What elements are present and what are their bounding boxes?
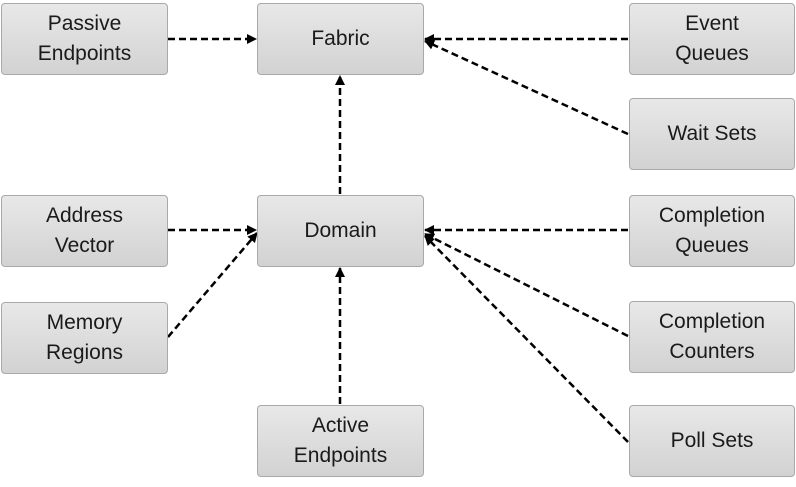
node-label: Completion Counters <box>658 310 766 363</box>
node-completion-counters: Completion Counters <box>629 301 795 373</box>
node-active-endpoints: Active Endpoints <box>257 405 424 477</box>
node-poll-sets: Poll Sets <box>629 405 795 477</box>
node-label: Wait Sets <box>667 122 757 145</box>
arrow-completion-counters-to-domain <box>424 232 629 338</box>
node-label: Address Vector <box>45 204 124 257</box>
node-passive-endpoints: Passive Endpoints <box>1 3 168 75</box>
arrow-memory-regions-to-domain <box>167 232 258 338</box>
node-address-vector: Address Vector <box>1 195 168 267</box>
node-event-queues: Event Queues <box>629 3 795 75</box>
node-fabric: Fabric <box>257 3 424 75</box>
node-memory-regions: Memory Regions <box>1 302 168 374</box>
arrow-poll-sets-to-domain <box>424 235 629 443</box>
node-label: Fabric <box>311 27 370 50</box>
node-label: Domain <box>304 219 377 242</box>
node-label: Poll Sets <box>670 429 754 452</box>
node-label: Active Endpoints <box>293 414 388 467</box>
node-label: Memory Regions <box>45 311 124 364</box>
node-completion-queues: Completion Queues <box>629 195 795 267</box>
node-domain: Domain <box>257 195 424 267</box>
node-label: Event Queues <box>675 12 749 65</box>
node-wait-sets: Wait Sets <box>629 98 795 170</box>
node-label: Passive Endpoints <box>37 12 132 65</box>
node-label: Completion Queues <box>658 204 766 257</box>
arrow-wait-sets-to-fabric <box>424 39 629 136</box>
